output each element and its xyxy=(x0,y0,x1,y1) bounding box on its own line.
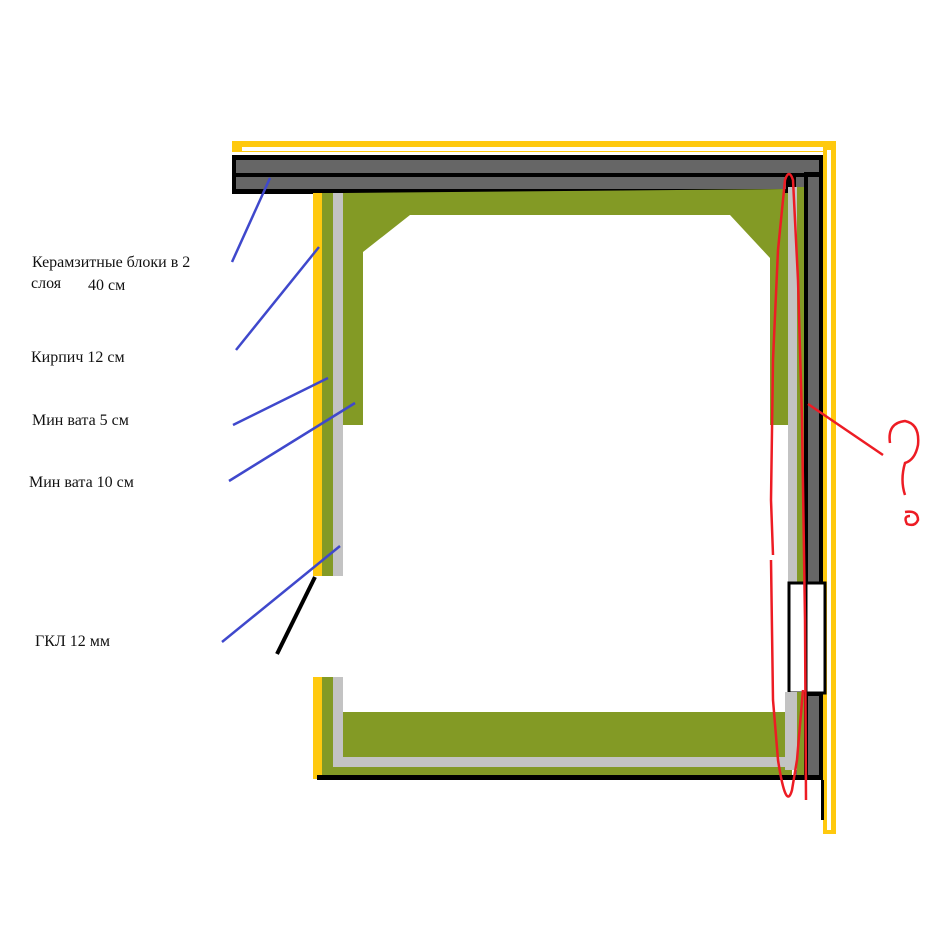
label-blocks-line1: Керамзитные блоки в 2 xyxy=(32,254,191,271)
window-opening xyxy=(787,581,827,695)
question-annotation xyxy=(769,172,920,801)
bottom-wall xyxy=(313,677,824,820)
door-leaf xyxy=(275,576,317,655)
right-wall-insulation xyxy=(770,187,804,583)
top-insulation xyxy=(343,189,785,265)
label-blocks-line2: слоя xyxy=(31,275,62,292)
label-minwool-5: Мин вата 5 см xyxy=(32,412,129,429)
leader-lines xyxy=(221,177,356,643)
label-minwool-10: Мин вата 10 см xyxy=(29,474,134,491)
label-gkl: ГКЛ 12 мм xyxy=(35,633,111,650)
label-blocks-thickness: 40 см xyxy=(88,277,126,294)
top-block-wall xyxy=(232,155,823,194)
label-brick: Кирпич 12 см xyxy=(31,349,125,366)
